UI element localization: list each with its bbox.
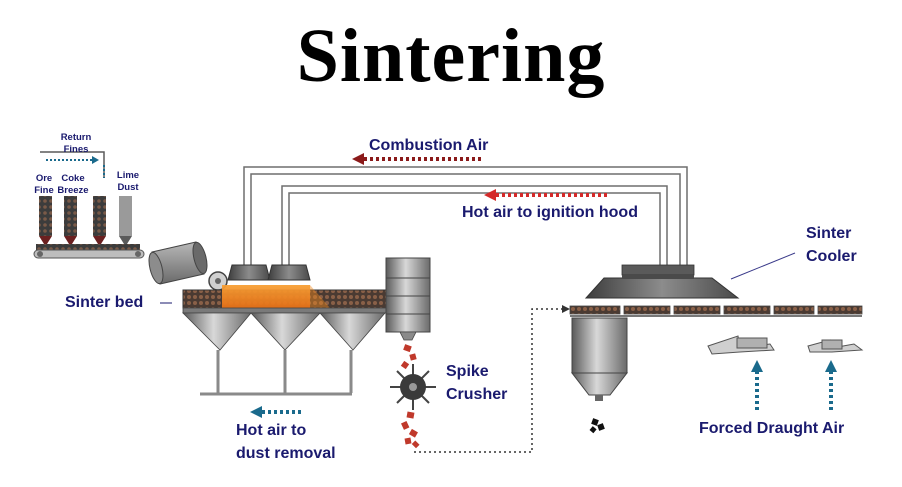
forced-draught-arrows <box>751 360 837 410</box>
spike-crusher <box>390 364 436 410</box>
transfer-path <box>414 305 570 453</box>
sinter-strand <box>182 285 389 314</box>
label-combustion-air: Combustion Air <box>369 137 489 154</box>
coke-breeze-bin <box>64 196 77 236</box>
ignition-hoods <box>227 264 311 281</box>
sinter-lumps <box>400 344 420 449</box>
ore-fine-bin <box>39 196 52 236</box>
ignition-flame <box>222 285 310 308</box>
cooler-hopper <box>570 317 629 401</box>
combustion-air-arrow <box>352 153 484 165</box>
label-sinter-cooler-1: Sinter <box>806 225 852 242</box>
label-hot-air-dust-2: dust removal <box>236 445 336 462</box>
label-hot-air-ignition: Hot air to ignition hood <box>462 204 638 221</box>
lime-dust-bin <box>119 196 132 236</box>
label-ore-fine: Ore Fine <box>34 173 54 196</box>
hot-air-ignition-arrow <box>484 189 608 201</box>
label-return-fines: Return Fines <box>60 132 92 155</box>
diagram-title: Sintering <box>296 14 606 98</box>
feed-conveyor <box>33 244 145 259</box>
feed-bins <box>39 196 132 244</box>
cooler-fans <box>707 335 864 355</box>
wind-boxes <box>182 312 386 396</box>
label-coke-breeze: Coke Breeze <box>57 173 89 196</box>
discharge-lumps <box>589 418 605 434</box>
label-spike-crusher-1: Spike <box>446 363 489 380</box>
return-fines-arrow <box>40 151 105 178</box>
label-hot-air-dust-1: Hot air to <box>236 422 307 439</box>
cooler-pallets <box>569 305 863 317</box>
return-fines-bin <box>93 196 106 236</box>
mixing-drum <box>148 241 208 285</box>
label-sinter-bed: Sinter bed <box>65 294 144 311</box>
label-sinter-cooler-2: Cooler <box>806 248 857 265</box>
label-spike-crusher-2: Crusher <box>446 386 508 403</box>
discharge-chute <box>385 257 431 341</box>
label-forced-draught-air: Forced Draught Air <box>699 420 845 437</box>
sinter-cooler <box>569 252 863 317</box>
air-ducts <box>243 166 688 268</box>
label-lime-dust: Lime Dust <box>116 170 140 193</box>
hot-air-dust-arrow <box>250 406 302 418</box>
